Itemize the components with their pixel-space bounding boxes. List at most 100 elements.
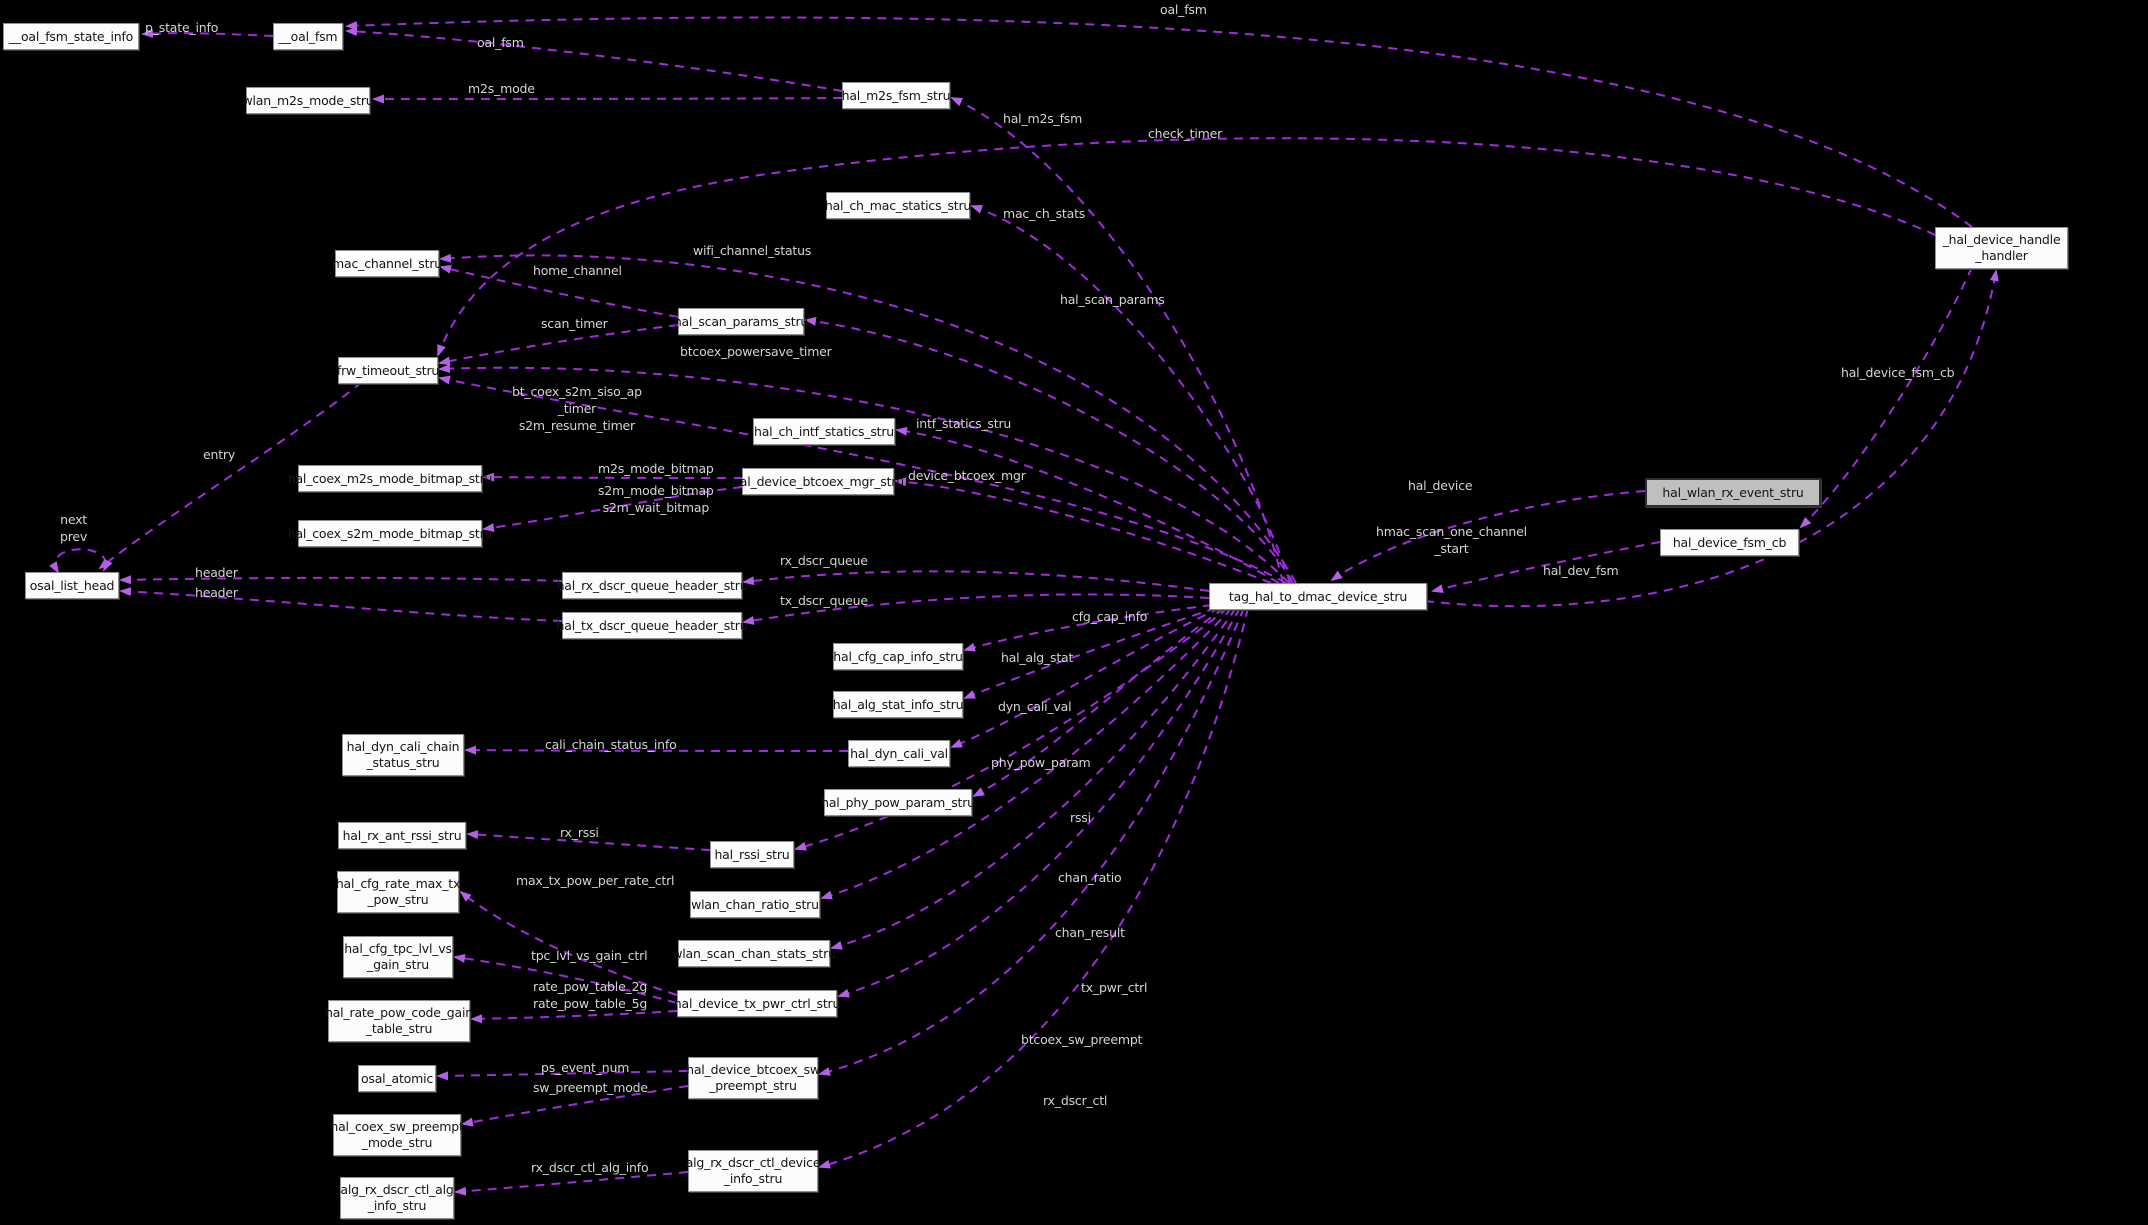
edge-tx-dscr-queue xyxy=(742,593,1210,625)
edge-btcoex-sw-preempt xyxy=(818,607,1245,1076)
node-hal-cfg-tpc-lvl-vs-gain-stru[interactable]: hal_cfg_tpc_lvl_vs_gain_stru xyxy=(343,936,453,978)
edge-phy-pow-param xyxy=(972,607,1225,797)
edge-rx-dscr-ctl xyxy=(818,607,1249,1169)
node-label: __oal_fsm_state_info xyxy=(8,28,134,44)
edge-label-rx-dscr-queue: rx_dscr_queue xyxy=(780,553,868,568)
edge-max-tx-pow-per-rate-ctrl xyxy=(459,890,678,996)
node-hal-ch-intf-statics-stru[interactable]: hal_ch_intf_statics_stru xyxy=(753,418,895,445)
node-osal-atomic[interactable]: osal_atomic xyxy=(358,1065,436,1092)
edge-hal-alg-stat xyxy=(963,607,1217,699)
edge-mac-ch-stats xyxy=(970,205,1291,584)
node-label: hal_rx_ant_rssi_stru xyxy=(342,827,462,843)
node-hal-cfg-rate-max-tx-pow-stru[interactable]: hal_cfg_rate_max_tx_pow_stru xyxy=(335,871,461,913)
node-hal-dyn-cali-val[interactable]: hal_dyn_cali_val xyxy=(848,740,950,767)
edge-tx-pwr-ctrl xyxy=(837,607,1241,998)
edge-hal-m2s-fsm xyxy=(950,97,1284,584)
node-frw-timeout-stru[interactable]: frw_timeout_stru xyxy=(336,357,440,384)
node-label: alg_rx_dscr_ctl_alg xyxy=(340,1182,454,1198)
node-alg-rx-dscr-ctl-device-info-stru[interactable]: alg_rx_dscr_ctl_device_info_stru xyxy=(686,1150,821,1192)
edge-cfg-cap-info xyxy=(963,604,1213,652)
node-hal-dyn-cali-chain-status-stru[interactable]: hal_dyn_cali_chain_status_stru xyxy=(342,734,464,776)
edge-label-header-tx: header xyxy=(195,585,238,600)
node-osal-list-head[interactable]: osal_list_head xyxy=(25,572,119,599)
node-hal-scan-params-stru[interactable]: hal_scan_params_stru xyxy=(674,308,808,335)
edge-label-cali-chain-status-info: cali_chain_status_info xyxy=(545,737,677,752)
node-label: _info_stru xyxy=(367,1198,427,1213)
node-hal-device-btcoex-sw-preempt-stru[interactable]: hal_device_btcoex_sw_preempt_stru xyxy=(686,1057,820,1099)
edge-device-btcoex-mgr xyxy=(894,477,1272,584)
edge-label-max-tx-pow-per-rate-ctrl: max_tx_pow_per_rate_ctrl xyxy=(516,873,675,888)
node-label: hal_alg_stat_info_stru xyxy=(832,696,964,712)
node-hal-rx-ant-rssi-stru[interactable]: hal_rx_ant_rssi_stru xyxy=(338,822,466,849)
node-hal-device-tx-pwr-ctrl-stru[interactable]: hal_device_tx_pwr_ctrl_stru xyxy=(674,990,840,1017)
edge-label-intf-statics-stru: intf_statics_stru xyxy=(916,416,1012,431)
edge-label-hmac-scan-one-channel-start: hmac_scan_one_channel_start xyxy=(1376,524,1527,556)
node-hal-m2s-fsm-stru[interactable]: hal_m2s_fsm_stru xyxy=(842,82,951,109)
node-label: _status_stru xyxy=(366,755,440,770)
node-hal-coex-s2m-mode-bitmap-stru[interactable]: hal_coex_s2m_mode_bitmap_stru xyxy=(288,520,492,547)
node-label: hal_device_btcoex_mgr_stru xyxy=(732,473,904,489)
node-hal-rssi-stru[interactable]: hal_rssi_stru xyxy=(710,841,794,868)
node-wlan-chan-ratio-stru[interactable]: wlan_chan_ratio_stru xyxy=(690,891,820,918)
node-wlan-scan-chan-stats-stru[interactable]: wlan_scan_chan_stats_stru xyxy=(672,940,836,967)
node-label: __oal_fsm xyxy=(278,28,338,44)
node-label: hal_rate_pow_code_gain xyxy=(325,1005,473,1021)
edge-s2m-bitmaps xyxy=(482,486,743,533)
node-alg-rx-dscr-ctl-alg-info-stru[interactable]: alg_rx_dscr_ctl_alg_info_stru xyxy=(340,1177,454,1219)
edge-label-hal-device: hal_device xyxy=(1408,478,1473,493)
node-label: hal_cfg_rate_max_tx xyxy=(335,876,461,892)
edge-oal-fsm-top xyxy=(345,16,1973,228)
node-hal-alg-stat-info-stru[interactable]: hal_alg_stat_info_stru xyxy=(832,691,964,718)
node-hal-device-btcoex-mgr-stru[interactable]: hal_device_btcoex_mgr_stru xyxy=(732,468,904,495)
node-label: hal_dyn_cali_chain xyxy=(346,739,460,755)
node-label: hal_cfg_tpc_lvl_vs xyxy=(344,941,452,957)
node-hal-ch-mac-statics-stru[interactable]: hal_ch_mac_statics_stru xyxy=(825,192,971,219)
edge-oal-fsm-mid xyxy=(345,27,843,92)
node-label: _preempt_stru xyxy=(709,1078,797,1093)
edge-label-tx-pwr-ctrl: tx_pwr_ctrl xyxy=(1081,980,1148,995)
node-tag-hal-to-dmac-device-stru[interactable]: tag_hal_to_dmac_device_stru xyxy=(1209,583,1427,610)
node-label: mac_channel_stru xyxy=(332,255,442,271)
node-hal-wlan-rx-event-stru[interactable]: hal_wlan_rx_event_stru xyxy=(1645,478,1821,507)
edge-label-oal-fsm-mid: oal_fsm xyxy=(477,35,524,50)
node-wlan-m2s-mode-stru[interactable]: wlan_m2s_mode_stru xyxy=(243,87,374,114)
edge-label-chan-result: chan_result xyxy=(1055,925,1125,940)
edge-label-btcoex-powersave-timer: btcoex_powersave_timer xyxy=(680,344,832,359)
node-hal-coex-m2s-mode-bitmap-stru[interactable]: hal_coex_m2s_mode_bitmap_stru xyxy=(288,465,492,492)
edge-rate-pow-tables xyxy=(470,1010,678,1024)
edge-label-hal-scan-params: hal_scan_params xyxy=(1060,292,1165,307)
edge-hal-device xyxy=(1330,490,1646,582)
node-hal-device-handle-handler[interactable]: _hal_device_handle_handler xyxy=(1935,227,2068,269)
node-label: hal_wlan_rx_event_stru xyxy=(1662,484,1804,500)
edge-label-home-channel: home_channel xyxy=(533,263,622,278)
edge-label-dyn-cali-val: dyn_cali_val xyxy=(998,699,1072,714)
node-oal-fsm-state-info[interactable]: __oal_fsm_state_info xyxy=(3,23,139,50)
node-hal-rx-dscr-queue-header-stru[interactable]: hal_rx_dscr_queue_header_stru xyxy=(557,572,748,599)
edge-btcoex-powersave-timer xyxy=(438,364,1290,584)
edge-label-device-btcoex-mgr: device_btcoex_mgr xyxy=(908,468,1026,483)
node-hal-coex-sw-preempt-mode-stru[interactable]: hal_coex_sw_preempt_mode_stru xyxy=(330,1114,464,1156)
node-oal-fsm[interactable]: __oal_fsm xyxy=(273,23,343,50)
node-mac-channel-stru[interactable]: mac_channel_stru xyxy=(332,250,442,277)
node-hal-tx-dscr-queue-header-stru[interactable]: hal_tx_dscr_queue_header_stru xyxy=(557,612,748,639)
node-label: frw_timeout_stru xyxy=(336,362,440,378)
node-label: hal_rssi_stru xyxy=(714,846,790,862)
edge-label-sw-preempt-mode: sw_preempt_mode xyxy=(533,1080,648,1095)
node-hal-device-fsm-cb[interactable]: hal_device_fsm_cb xyxy=(1660,529,1799,556)
node-label: _info_stru xyxy=(723,1171,783,1186)
edge-dyn-cali-val xyxy=(950,607,1221,748)
edge-sw-preempt-mode xyxy=(461,1085,689,1127)
edge-m2s-mode-bitmap xyxy=(482,472,743,482)
edge-label-rssi: rssi xyxy=(1070,810,1091,825)
node-hal-rate-pow-code-gain-table-stru[interactable]: hal_rate_pow_code_gain_table_stru xyxy=(325,1000,473,1042)
node-label: wlan_scan_chan_stats_stru xyxy=(672,945,836,961)
node-hal-cfg-cap-info-stru[interactable]: hal_cfg_cap_info_stru xyxy=(833,643,963,670)
node-hal-phy-pow-param-stru[interactable]: hal_phy_pow_param_stru xyxy=(821,789,975,816)
edge-label-btcoex-sw-preempt: btcoex_sw_preempt xyxy=(1021,1032,1143,1047)
edge-home-channel xyxy=(439,264,679,318)
edge-label-oal-fsm-top: oal_fsm xyxy=(1160,2,1207,17)
node-label: hal_coex_m2s_mode_bitmap_stru xyxy=(287,470,493,486)
edge-m2s-mode xyxy=(372,94,843,104)
